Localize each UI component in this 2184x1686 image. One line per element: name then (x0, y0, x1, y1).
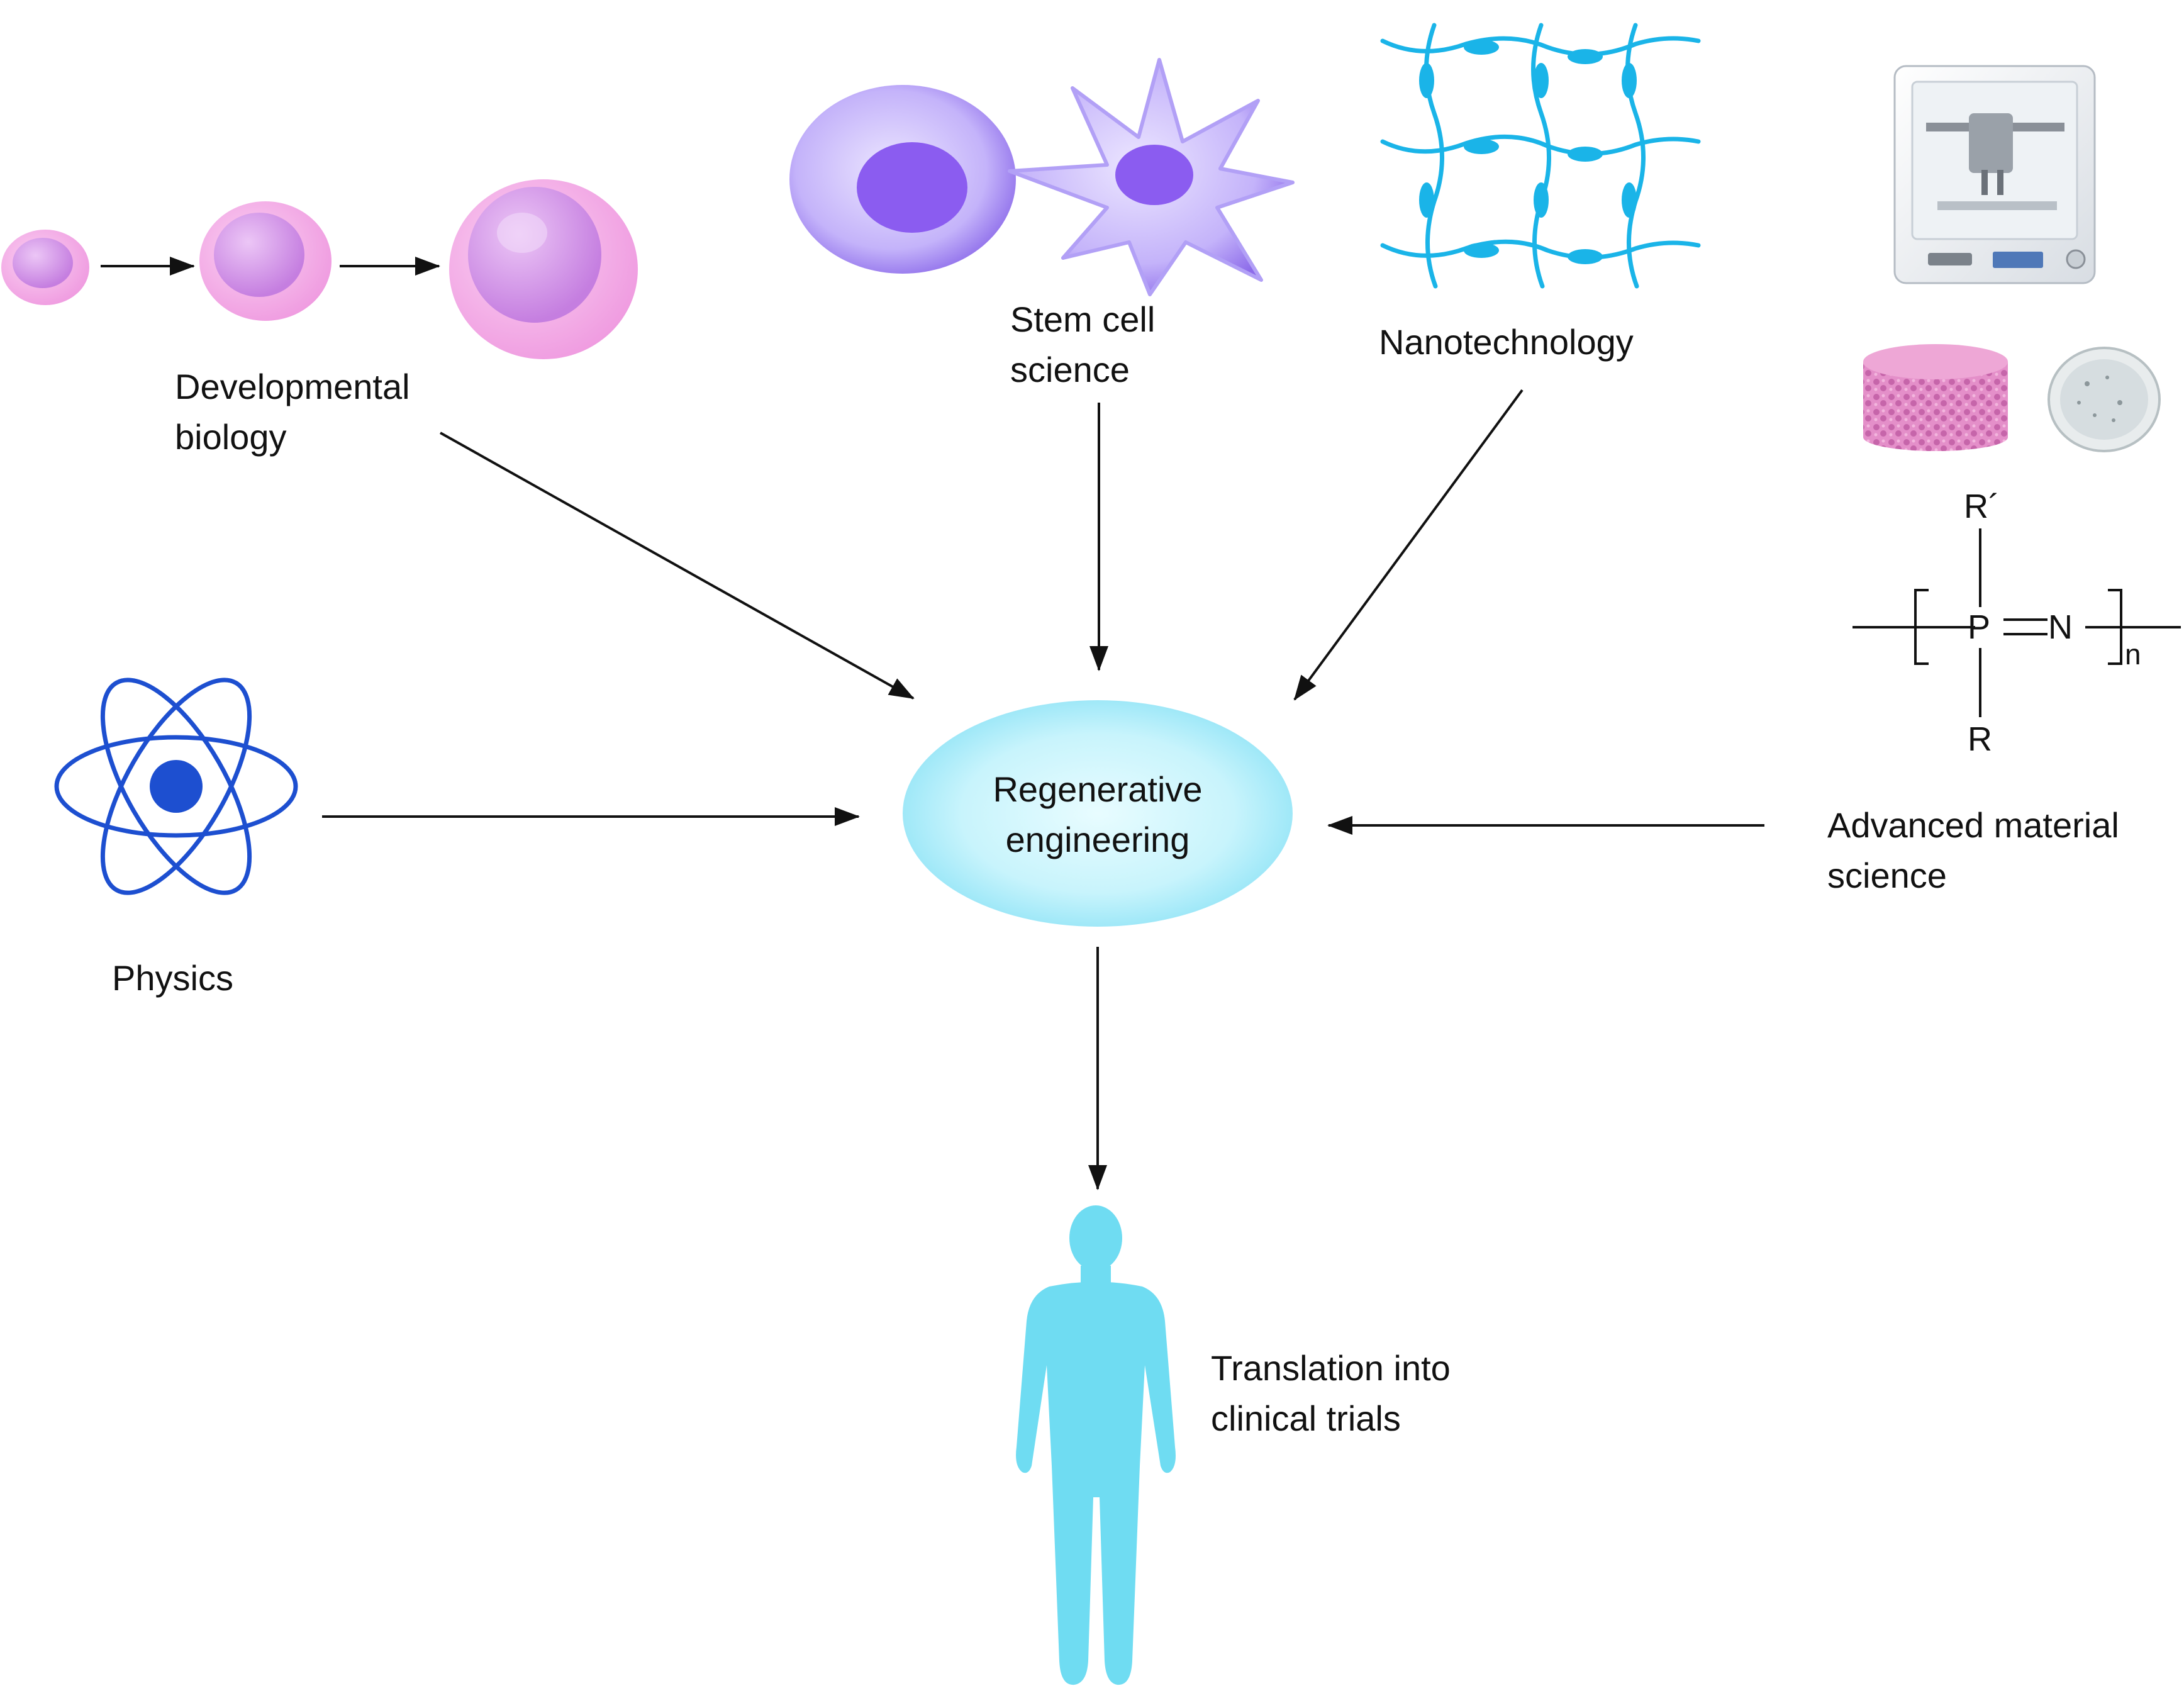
petri-dish-icon (2048, 347, 2161, 452)
label-physics: Physics (112, 953, 233, 1003)
stem-cells (789, 58, 1295, 296)
label-line: Nanotechnology (1379, 322, 1634, 362)
chem-n: N (2048, 608, 2073, 646)
chem-subscript-n: n (2125, 638, 2141, 671)
label-translation-clinical-trials: Translation into clinical trials (1211, 1343, 1451, 1444)
chem-p: P (1968, 608, 1991, 646)
atom-icon (54, 678, 298, 895)
label-nanotechnology: Nanotechnology (1379, 317, 1634, 367)
label-line: Advanced material (1827, 805, 2119, 845)
label-line: clinical trials (1211, 1398, 1401, 1438)
label-advanced-material-science: Advanced material science (1827, 800, 2119, 901)
label-regenerative-engineering: Regenerative engineering (993, 764, 1202, 865)
human-figure-icon (1016, 1205, 1176, 1685)
regenerative-hub (903, 700, 1293, 927)
label-line: biology (175, 417, 287, 457)
arrow-nanotech-to-hub (1293, 389, 1524, 701)
label-line: engineering (1005, 820, 1190, 859)
label-line: Stem cell (1010, 299, 1156, 339)
label-line: Physics (112, 958, 233, 998)
chem-r-prime: R´ (1964, 488, 2000, 525)
label-line: science (1827, 856, 1947, 895)
label-line: science (1010, 350, 1130, 389)
chem-structure-lines (1852, 528, 2181, 717)
developmental-cells (1, 179, 638, 359)
arrow-developmental-to-hub (440, 432, 915, 700)
scaffold-cylinder-icon (1863, 344, 2008, 451)
label-line: Regenerative (993, 769, 1203, 809)
nanotech-nodes (1419, 40, 1637, 264)
printer-3d-icon (1893, 65, 2096, 284)
label-line: Translation into (1211, 1348, 1451, 1388)
label-line: Developmental (175, 367, 410, 406)
label-developmental-biology: Developmental biology (175, 362, 410, 462)
label-stem-cell-science: Stem cell science (1010, 294, 1155, 395)
chem-r: R (1968, 720, 1992, 758)
